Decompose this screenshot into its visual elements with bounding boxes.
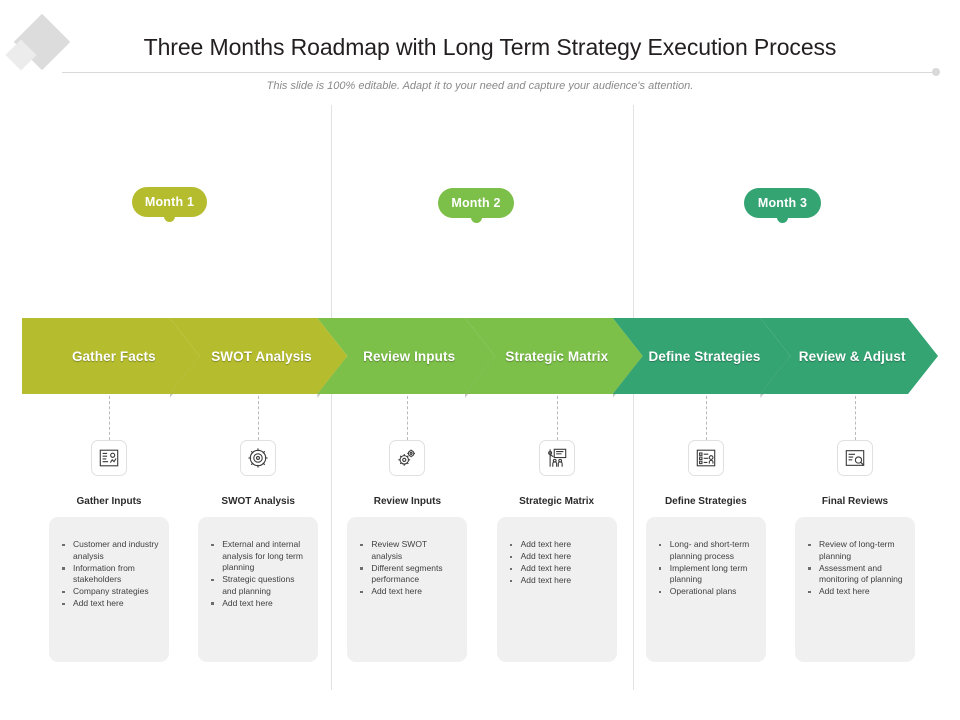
chevron-to-icon-connector-1: [109, 396, 110, 440]
phase-chevron-2[interactable]: SWOT Analysis: [169, 318, 347, 394]
chevron-to-icon-connector-4: [556, 396, 558, 440]
month-pill-1[interactable]: Month 1: [132, 187, 207, 222]
phase-card-2: External and internal analysis for long …: [198, 517, 319, 662]
month-connector-dot: [164, 211, 175, 222]
month-divider-2: [633, 105, 634, 690]
month-divider-1: [331, 105, 332, 690]
phase-chevron-label: Review & Adjust: [798, 348, 906, 364]
checklist-board-icon: [687, 440, 724, 476]
phase-chevron-label: Review Inputs: [363, 348, 456, 364]
phase-chevron-band: Gather Facts SWOT Analysis Review Inputs St…: [22, 318, 938, 398]
phase-chevron-label: Strategic Matrix: [505, 348, 609, 364]
month-label: Month 3: [757, 196, 808, 210]
gear-target-icon: [240, 440, 277, 476]
phase-bullet-item: Different segments performance: [360, 563, 459, 586]
phase-bullet-item: Implement long term planning: [658, 563, 758, 586]
phase-bullet-item: Long- and short-term planning process: [658, 539, 758, 562]
month-connector-dot: [470, 212, 482, 223]
phase-bullet-item: Strategic questions and planning: [211, 574, 310, 597]
phase-chevron-1[interactable]: Gather Facts: [22, 318, 200, 394]
phase-bullet-item: Add text here: [509, 563, 609, 575]
title-rule-end-dot: [932, 68, 940, 76]
phase-caption-2: SWOT Analysis: [221, 496, 295, 507]
phase-bullet-item: Add text here: [808, 586, 907, 598]
phase-caption-1: Gather Inputs: [76, 496, 142, 507]
phase-bullet-item: Add text here: [360, 586, 459, 598]
gears-icon: [389, 440, 426, 476]
title-divider-rule: [62, 72, 934, 73]
data-document-icon: [91, 440, 127, 476]
phase-caption-6: Final Reviews: [821, 496, 889, 507]
phase-bullet-item: Review of long-term planning: [808, 539, 907, 562]
phase-chevron-label: Define Strategies: [648, 348, 761, 364]
chevron-to-icon-connector-5: [705, 396, 707, 440]
month-connector-dot: [777, 212, 788, 223]
phase-bullet-item: Add text here: [211, 598, 310, 610]
phase-chevron-label: SWOT Analysis: [211, 348, 312, 364]
month-pill-3[interactable]: Month 3: [744, 188, 821, 223]
phase-chevron-label: Gather Facts: [71, 348, 156, 364]
phase-bullet-item: Add text here: [62, 598, 161, 610]
phase-bullet-item: Add text here: [509, 551, 609, 563]
month-label: Month 1: [144, 195, 195, 209]
phase-bullet-item: Review SWOT analysis: [360, 539, 459, 562]
month-pill-2[interactable]: Month 2: [438, 188, 514, 223]
phase-bullet-item: External and internal analysis for long …: [211, 539, 310, 574]
chevron-to-icon-connector-2: [258, 396, 260, 440]
chevron-to-icon-connector-6: [855, 396, 856, 440]
diamond-decoration-icon: [5, 13, 71, 80]
phase-bullet-item: Assessment and monitoring of planning: [808, 563, 907, 586]
presentation-team-icon: [538, 440, 575, 476]
month-label: Month 2: [451, 196, 501, 210]
phase-caption-4: Strategic Matrix: [519, 496, 595, 507]
phase-caption-3: Review Inputs: [373, 496, 442, 507]
page-subtitle: This slide is 100% editable. Adapt it to…: [266, 80, 694, 92]
phase-bullet-item: Customer and industry analysis: [62, 539, 161, 562]
chevron-to-icon-connector-3: [407, 396, 409, 440]
phase-bullet-item: Information from stakeholders: [62, 563, 161, 586]
document-search-icon: [837, 440, 873, 476]
phase-bullet-item: Add text here: [509, 539, 609, 551]
phase-chevron-6[interactable]: Review & Adjust: [760, 318, 938, 394]
phase-bullet-item: Company strategies: [62, 586, 161, 598]
page-title: Three Months Roadmap with Long Term Stra…: [143, 34, 837, 60]
phase-bullet-item: Operational plans: [658, 586, 758, 598]
phase-caption-5: Define Strategies: [664, 496, 747, 507]
phase-bullet-item: Add text here: [509, 575, 609, 587]
phase-bullet-list: External and internal analysis for long …: [208, 539, 310, 609]
